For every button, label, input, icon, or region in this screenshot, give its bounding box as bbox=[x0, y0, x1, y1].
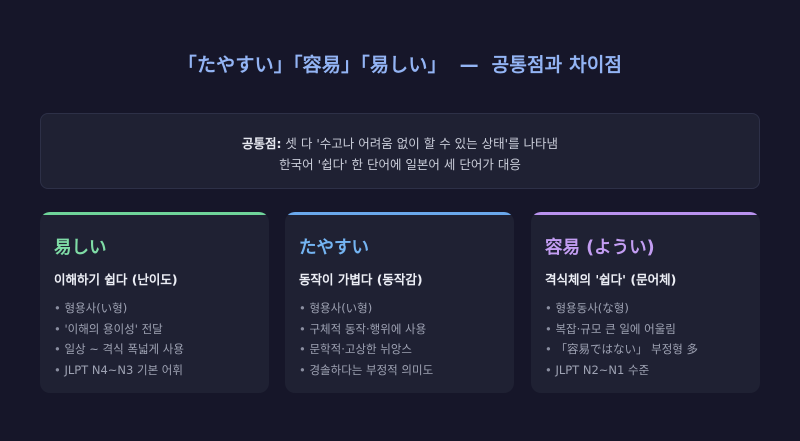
common-line-1: 공통점: 셋 다 '수고나 어려움 없이 할 수 있는 상태'를 나타냄 bbox=[41, 133, 759, 154]
list-item: 일상 ~ 격식 폭넓게 사용 bbox=[54, 339, 255, 360]
card-list: 형용사(い형) 구체적 동작·행위에 사용 문학적·고상한 뉘앙스 경솔하다는 … bbox=[299, 298, 500, 380]
list-item: 복잡·규모 큰 일에 어울림 bbox=[545, 319, 746, 340]
list-item: 문학적·고상한 뉘앙스 bbox=[299, 339, 500, 360]
title-suffix: 공통점과 차이점 bbox=[491, 54, 623, 76]
card-accent-bar bbox=[531, 212, 760, 215]
card-yasashii: 易しい 이해하기 쉽다 (난이도) 형용사(い형) '이해의 용이성' 전달 일… bbox=[40, 212, 269, 393]
title-dash: — bbox=[459, 54, 479, 76]
card-accent-bar bbox=[285, 212, 514, 215]
card-word: 容易 (ようい) bbox=[545, 238, 655, 258]
card-subtitle: 동작이 가볍다 (동작감) bbox=[299, 272, 423, 287]
card-subtitle: 이해하기 쉽다 (난이도) bbox=[54, 272, 178, 287]
list-item: 구체적 동작·행위에 사용 bbox=[299, 319, 500, 340]
card-subtitle: 격식체의 '쉽다' (문어체) bbox=[545, 272, 677, 287]
list-item: 「容易ではない」 부정형 多 bbox=[545, 339, 746, 360]
card-word: 易しい bbox=[54, 238, 107, 258]
list-item: JLPT N2~N1 수준 bbox=[545, 360, 746, 381]
list-item: '이해의 용이성' 전달 bbox=[54, 319, 255, 340]
common-label: 공통점: bbox=[241, 136, 282, 151]
card-tayasui: たやすい 동작이 가볍다 (동작감) 형용사(い형) 구체적 동작·행위에 사용… bbox=[285, 212, 514, 393]
list-item: 형용사(い형) bbox=[299, 298, 500, 319]
list-item: 형용동사(な형) bbox=[545, 298, 746, 319]
title-words: 「たやすい」「容易」「易しい」 bbox=[177, 54, 447, 76]
common-line-2: 한국어 '쉽다' 한 단어에 일본어 세 단어가 대응 bbox=[279, 157, 521, 172]
list-item: JLPT N4~N3 기본 어휘 bbox=[54, 360, 255, 381]
list-item: 경솔하다는 부정적 의미도 bbox=[299, 360, 500, 381]
card-accent-bar bbox=[40, 212, 269, 215]
common-points-box: 공통점: 셋 다 '수고나 어려움 없이 할 수 있는 상태'를 나타냄 한국어… bbox=[40, 113, 760, 189]
card-youi: 容易 (ようい) 격식체의 '쉽다' (문어체) 형용동사(な형) 복잡·규모 … bbox=[531, 212, 760, 393]
common-text-1: 셋 다 '수고나 어려움 없이 할 수 있는 상태'를 나타냄 bbox=[281, 136, 559, 151]
card-list: 형용사(い형) '이해의 용이성' 전달 일상 ~ 격식 폭넓게 사용 JLPT… bbox=[54, 298, 255, 380]
page-title: 「たやすい」「容易」「易しい」 — 공통점과 차이점 bbox=[0, 50, 800, 77]
list-item: 형용사(い형) bbox=[54, 298, 255, 319]
card-list: 형용동사(な형) 복잡·규모 큰 일에 어울림 「容易ではない」 부정형 多 J… bbox=[545, 298, 746, 380]
card-word: たやすい bbox=[299, 238, 369, 258]
